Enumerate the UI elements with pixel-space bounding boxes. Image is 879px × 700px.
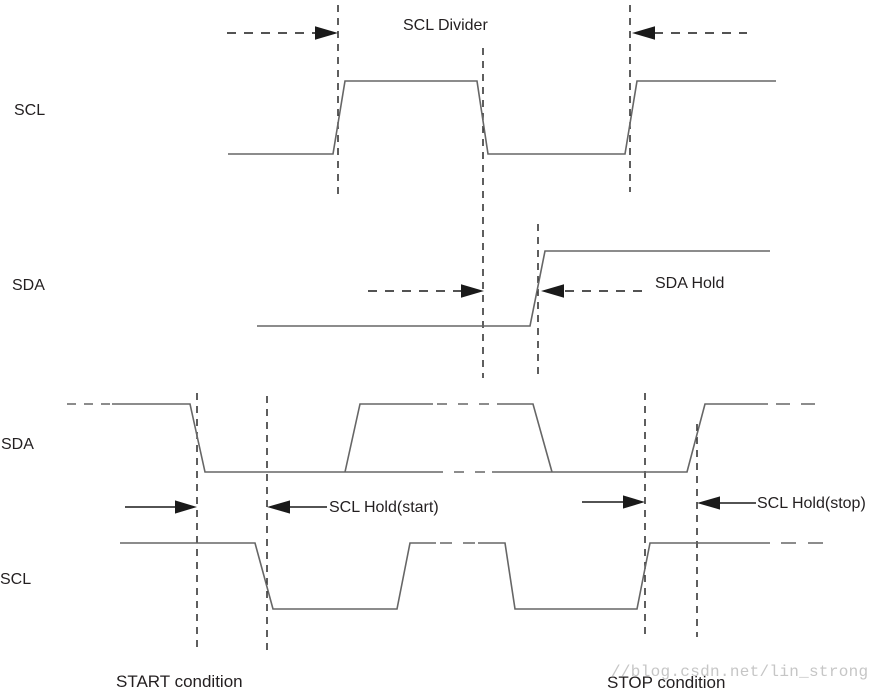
arrowhead-left-icon	[697, 496, 720, 510]
watermark: //blog.csdn.net/lin_strong	[611, 663, 869, 681]
signal-label-scl-top: SCL	[14, 102, 46, 119]
sda-bottom-waveform	[67, 403, 817, 473]
scl-divider-arrows	[227, 26, 747, 40]
vertical-dashed-guides	[196, 5, 698, 650]
arrowhead-left-icon	[541, 284, 564, 298]
scl-bottom-waveform	[120, 542, 827, 610]
arrowhead-right-icon	[175, 500, 197, 514]
arrowhead-right-icon	[461, 284, 484, 298]
sda-fall-segment	[112, 403, 433, 473]
sda-pulse-rise	[344, 403, 433, 473]
arrowhead-left-icon	[267, 500, 290, 514]
sda-middle-waveform	[257, 250, 770, 327]
scl-hold-start-label: SCL Hold(start)	[329, 499, 439, 516]
scl-bottom-right-segment	[478, 542, 770, 610]
stop-condition-label: STOP condition	[607, 673, 726, 692]
signal-label-sda-bottom: SDA	[1, 436, 34, 453]
scl-hold-start-arrows	[125, 500, 327, 514]
scl-hold-stop-label: SCL Hold(stop)	[757, 495, 866, 512]
signal-label-sda-middle: SDA	[12, 277, 45, 294]
arrowhead-right-icon	[623, 495, 645, 509]
scl-divider-label: SCL Divider	[403, 17, 488, 34]
sda-pulse-fall	[497, 403, 553, 473]
sda-hold-label: SDA Hold	[655, 275, 725, 292]
scl-hold-stop-arrows	[582, 495, 756, 510]
arrowhead-right-icon	[315, 26, 338, 40]
scl-top-waveform	[228, 80, 776, 155]
arrowhead-left-icon	[632, 26, 655, 40]
signal-label-scl-bottom: SCL	[0, 571, 32, 588]
sda-hold-arrows	[368, 284, 645, 298]
start-condition-label: START condition	[116, 672, 243, 691]
sda-rise-segment	[492, 403, 768, 473]
scl-bottom-left-segment	[120, 542, 436, 610]
